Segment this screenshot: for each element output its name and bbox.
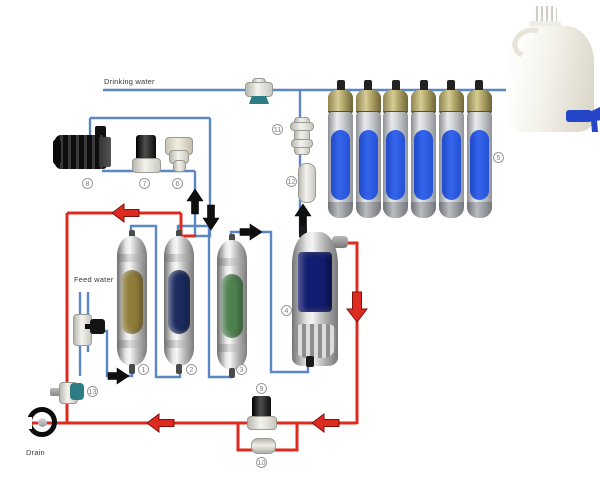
carboy-spigot-body [566,110,592,122]
bank-cartridge [438,78,464,218]
carboy-cap [533,6,557,24]
callout-13: 13 [87,386,98,397]
drain-fitting [23,405,61,441]
feed-valve-knob [90,319,105,334]
inlet-solenoid-valve [136,135,156,161]
inlet-solenoid-base [132,158,161,173]
callout-2: 2 [186,364,197,375]
flush-solenoid-valve [252,396,271,419]
ro-membrane-module [292,226,348,372]
flow-arrow-up-permeate [294,203,312,229]
callout-4: 4 [281,305,292,316]
callout-5: 5 [493,152,504,163]
callout-3: 3 [236,364,247,375]
membrane-permeate-port [299,226,307,238]
flow-arrow-right-feed [107,367,130,385]
prefilter-sediment [117,230,147,374]
bank-cartridge [383,78,409,218]
pump-port [95,126,106,138]
flow-arrow-up [186,188,204,215]
faucet-base [249,96,269,104]
flow-restrictor [251,438,276,454]
callout-6: 6 [172,178,183,189]
check-valve [290,117,314,155]
callout-12: 12 [286,176,297,187]
membrane-bottom-cap [294,324,336,358]
bank-cartridge [411,78,437,218]
callout-9: 9 [256,383,267,394]
product-carboy [506,6,600,132]
flush-solenoid-base [247,416,277,430]
booster-pump [53,126,113,171]
pump-head [99,137,111,167]
flow-arrow-left-drain-right [311,413,340,433]
callout-8: 8 [82,178,93,189]
pressure-fitting [165,136,193,172]
drain-valve-knob [70,383,84,400]
pump-end-cap [53,139,61,165]
flow-arrow-down [202,204,220,231]
inline-final-filter [298,163,316,203]
membrane-window [298,252,332,312]
membrane-feed-port [306,356,314,367]
carboy-neck [529,21,561,29]
callout-1: 1 [138,364,149,375]
feed-water-valve [72,313,106,346]
prefilter-carbon [164,230,194,374]
membrane-concentrate-port [332,236,348,248]
flow-arrow-right-membrane [239,223,263,241]
drain-label: Drain [26,448,45,457]
callout-10: 10 [256,457,267,468]
prefilter-softener [217,234,247,378]
feed-water-label: Feed water [74,275,114,284]
pump-motor-body [55,135,107,169]
callout-7: 7 [139,178,150,189]
flow-arrow-left-flush [111,203,140,223]
flow-arrow-left-drain-left [146,413,175,433]
flow-arrow-down-concentrate [345,291,369,323]
bank-cartridge [355,78,381,218]
drinking-water-faucet [245,76,273,106]
bank-cartridge [466,78,492,218]
callout-11: 11 [272,124,283,135]
drinking-water-label: Drinking water [104,77,155,86]
bank-cartridge [328,78,353,218]
drain-side-valve [50,380,84,404]
